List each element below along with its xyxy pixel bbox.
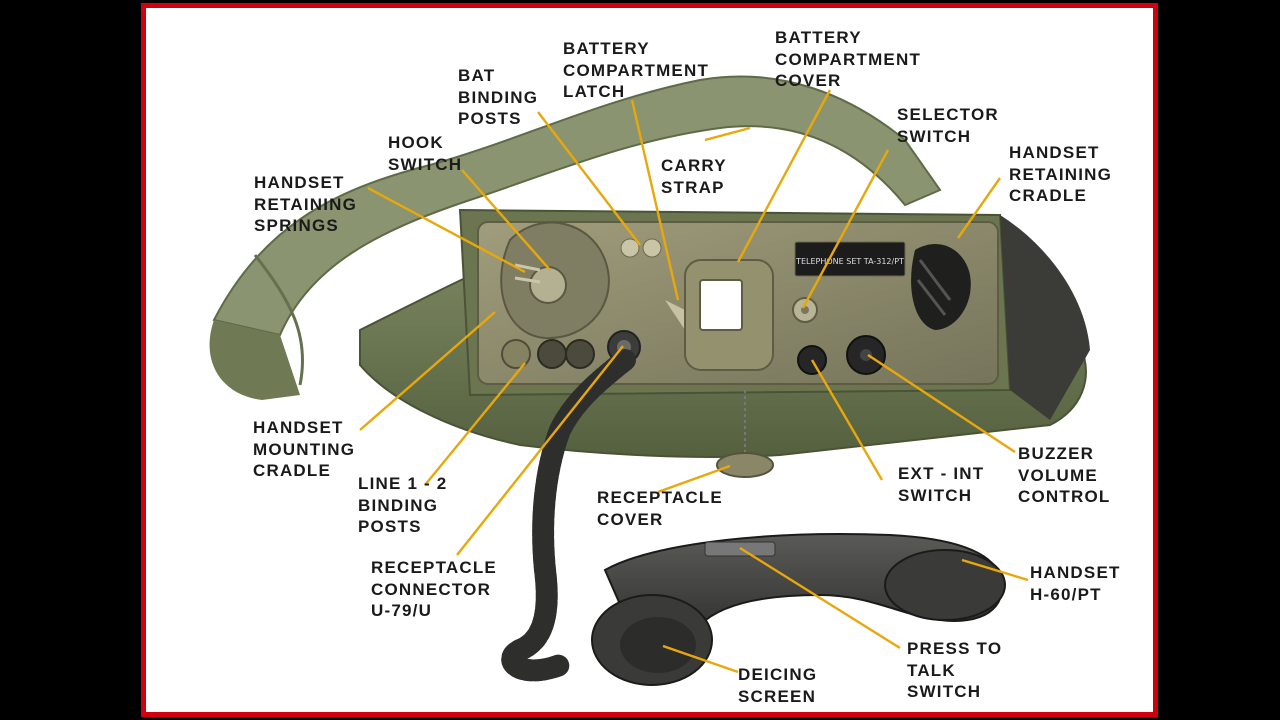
leader-mounting-cradle (359, 311, 496, 431)
label-press-to-talk-switch: PRESS TO TALK SWITCH (907, 639, 1003, 701)
label-handset-retaining-springs: HANDSET RETAINING SPRINGS (254, 173, 358, 235)
carry-strap (209, 75, 942, 400)
label-carry-strap: CARRY STRAP (661, 156, 727, 197)
label-bat-binding-posts: BAT BINDING POSTS (458, 66, 539, 128)
leader-receptacle-cover (657, 464, 731, 494)
receptacle-cover-cap (716, 390, 774, 478)
leader-carry-strap (704, 126, 751, 142)
leader-retaining-cradle (957, 177, 1001, 239)
label-battery-compartment-latch: BATTERY COMPARTMENT LATCH (563, 39, 710, 101)
label-handset-retaining-cradle: HANDSET RETAINING CRADLE (1009, 143, 1113, 205)
label-handset: HANDSET H-60/PT (1030, 563, 1121, 604)
leader-retaining-springs (367, 186, 526, 274)
label-selector-switch: SELECTOR SWITCH (897, 105, 999, 146)
leader-battery-latch (630, 99, 680, 301)
label-handset-mounting-cradle: HANDSET MOUNTING CRADLE (253, 418, 356, 480)
leader-ext-int-switch (810, 359, 884, 481)
label-deicing-screen: DEICING SCREEN (738, 665, 818, 706)
label-line-binding-posts: LINE 1 - 2 BINDING POSTS (358, 474, 448, 536)
leader-deicing-screen (662, 644, 739, 674)
leader-hook-switch (461, 169, 551, 271)
leader-receptacle-connector (456, 345, 624, 556)
leader-press-to-talk (739, 546, 901, 650)
label-hook-switch: HOOK SWITCH (388, 133, 463, 174)
leader-selector-switch (801, 149, 890, 309)
front-panel: TELEPHONE SET TA-312/PT (477, 221, 999, 385)
label-ext-int-switch: EXT - INT SWITCH (898, 464, 985, 505)
nameplate-text: TELEPHONE SET TA-312/PT (795, 257, 904, 266)
leader-battery-cover (736, 89, 832, 263)
leader-line-binding-posts (424, 362, 526, 486)
handset-h60pt (591, 533, 1006, 686)
leader-handset (961, 558, 1029, 582)
label-receptacle-cover: RECEPTACLE COVER (597, 488, 723, 529)
label-buzzer-volume-control: BUZZER VOLUME CONTROL (1018, 444, 1111, 506)
label-receptacle-connector: RECEPTACLE CONNECTOR U-79/U (371, 558, 497, 620)
leader-lines (359, 89, 1029, 674)
label-battery-compartment-cover: BATTERY COMPARTMENT COVER (775, 28, 922, 90)
leader-bat-binding-posts (537, 111, 641, 246)
leader-buzzer-volume (867, 353, 1016, 454)
